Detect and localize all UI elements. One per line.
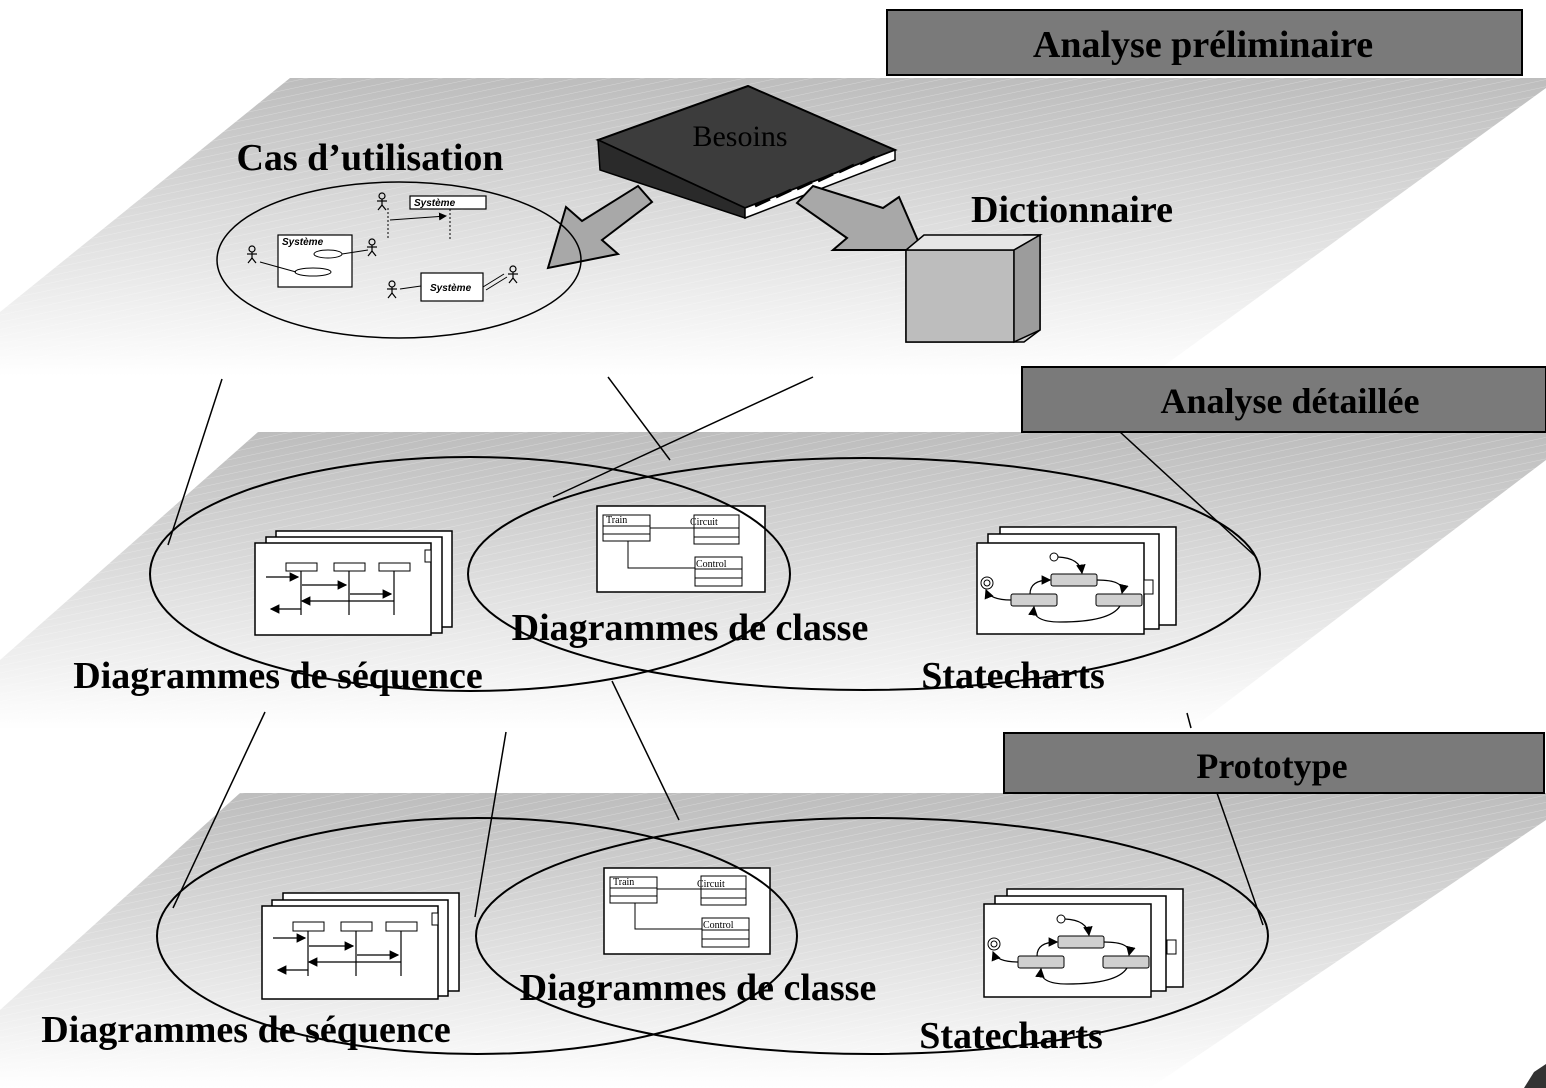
- plane-prototype: [0, 793, 1546, 1088]
- class-diagram-detailed: Train Circuit Control: [596, 505, 766, 593]
- actor-icon: [367, 238, 377, 257]
- use-cases-label: Cas d’utilisation: [236, 137, 503, 179]
- arrow-to-dictionary: [795, 184, 924, 251]
- statecharts-label: Statecharts: [921, 655, 1105, 697]
- statecharts-label: Statecharts: [919, 1015, 1103, 1057]
- statecharts-stack-prototype: [983, 888, 1184, 998]
- connector-lines: [167, 376, 1256, 557]
- tier-banner-prototype: Prototype: [1003, 732, 1545, 794]
- statecharts-stack-detailed: [976, 526, 1177, 635]
- sequence-ellipse-prototype: [156, 817, 798, 1055]
- statecharts-ellipse-detailed: [467, 457, 1261, 691]
- class-diagrams-label: Diagrammes de classe: [512, 607, 869, 649]
- sequence-diagrams-stack-prototype: [261, 892, 460, 1000]
- connector-lines: [172, 680, 1264, 926]
- sequence-diagrams-label: Diagrammes de séquence: [73, 655, 482, 697]
- class-name: Control: [703, 920, 734, 931]
- class-diagram-prototype: Train Circuit Control: [603, 867, 771, 955]
- statecharts-ellipse-prototype: [475, 817, 1269, 1055]
- class-name: Circuit: [690, 517, 718, 528]
- class-name: Circuit: [697, 879, 725, 890]
- dictionary-label: Dictionnaire: [971, 189, 1173, 231]
- sequence-diagrams-stack-detailed: [254, 530, 453, 636]
- actor-icon: [508, 265, 518, 284]
- plane-preliminary: [0, 78, 1546, 376]
- dictionary-cube-icon: [903, 233, 1043, 344]
- sequence-ellipse-detailed: [149, 456, 791, 692]
- actor-icon: [377, 192, 387, 211]
- requirements-book-icon: Besoins: [595, 84, 898, 220]
- system-label: Système: [414, 198, 456, 209]
- arrow-to-use-cases: [546, 184, 654, 270]
- tier-title: Prototype: [1196, 746, 1347, 786]
- class-name: Train: [606, 515, 627, 526]
- tier-banner-detailed: Analyse détaillée: [1021, 366, 1546, 433]
- sequence-diagrams-label: Diagrammes de séquence: [41, 1009, 450, 1051]
- plane-detailed: [0, 432, 1546, 730]
- tier-title: Analyse préliminaire: [1033, 24, 1373, 66]
- system-label: Système: [430, 283, 472, 294]
- book-label: Besoins: [692, 120, 787, 153]
- corner-mark: [1524, 1064, 1546, 1088]
- tier-title: Analyse détaillée: [1161, 381, 1420, 421]
- class-name: Train: [613, 877, 634, 888]
- tier-banner-preliminary: Analyse préliminaire: [886, 9, 1523, 76]
- class-diagrams-label: Diagrammes de classe: [520, 967, 877, 1009]
- actor-icon: [247, 245, 257, 264]
- actor-icon: [387, 280, 397, 299]
- class-name: Control: [696, 559, 727, 570]
- use-cases-diagram: Système Système Système: [216, 181, 582, 339]
- system-label: Système: [282, 237, 324, 248]
